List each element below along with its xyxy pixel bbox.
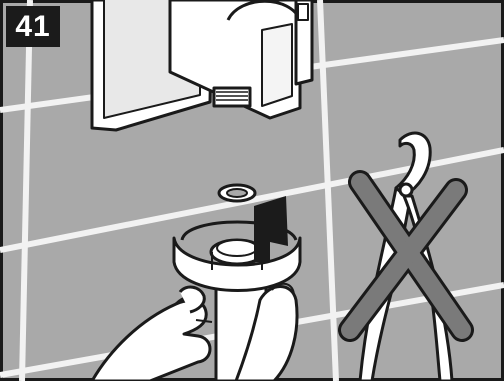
step-number-badge: 41 bbox=[6, 6, 60, 47]
washer-ring bbox=[219, 185, 255, 201]
